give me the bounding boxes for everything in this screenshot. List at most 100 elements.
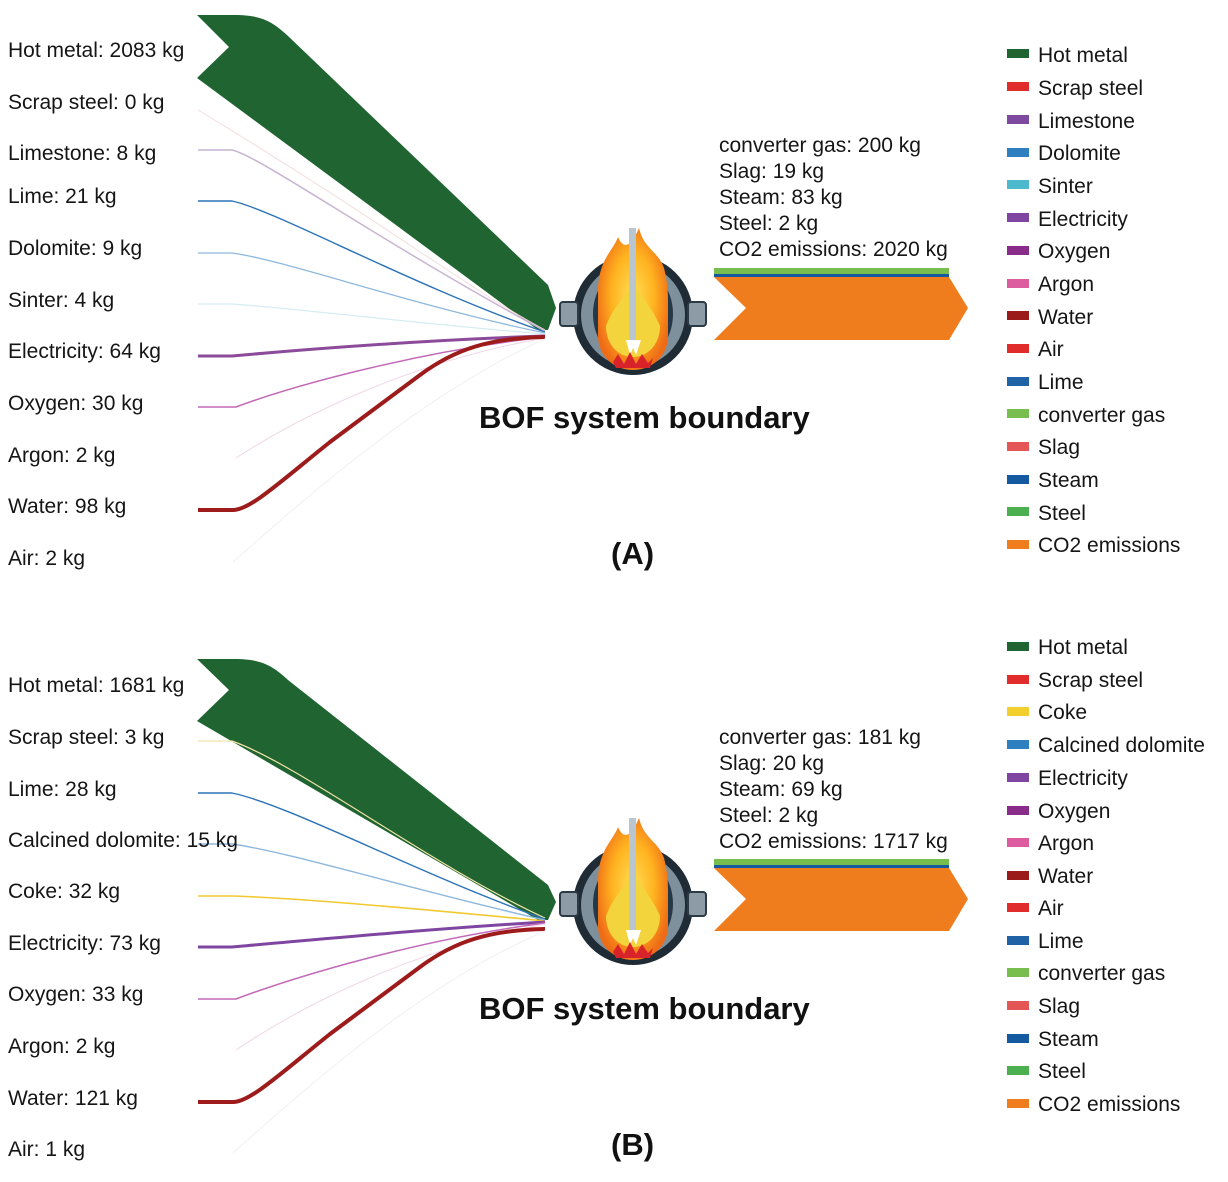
legend-label: Lime — [1038, 930, 1084, 953]
legend-label: Lime — [1038, 371, 1084, 394]
legend-label: Water — [1038, 306, 1093, 329]
panel-b-input-flows — [198, 740, 546, 1154]
legend-label: Slag — [1038, 436, 1080, 459]
input-label: Oxygen: 30 kg — [8, 392, 143, 415]
output-label: converter gas: 200 kg — [719, 134, 921, 157]
input-label: Lime: 28 kg — [8, 778, 117, 801]
input-label: Dolomite: 9 kg — [8, 237, 142, 260]
legend-label: Air — [1038, 897, 1064, 920]
legend-label: Steam — [1038, 1028, 1099, 1051]
output-label: Steel: 2 kg — [719, 212, 818, 235]
panel-b-output-flows — [714, 859, 968, 931]
panel-b-furnace-icon — [559, 818, 707, 965]
panel-b-converter-gas-flow — [714, 859, 949, 865]
output-label: CO2 emissions: 1717 kg — [719, 830, 948, 853]
panel-b-hot-metal-flow — [197, 659, 556, 920]
output-label: Slag: 19 kg — [719, 160, 824, 183]
legend-label: Limestone — [1038, 110, 1135, 133]
legend-swatch — [1007, 409, 1029, 418]
legend-swatch — [1007, 740, 1029, 749]
panel-b-flow-calcined-dolomite — [198, 843, 546, 921]
legend-swatch — [1007, 806, 1029, 815]
panel-a-output-labels: converter gas: 200 kg Slag: 19 kg Steam:… — [719, 134, 948, 261]
legend-label: Sinter — [1038, 175, 1093, 198]
furnace-bottom-flames — [613, 942, 653, 958]
output-label: CO2 emissions: 2020 kg — [719, 238, 948, 261]
panel-b-tag: (B) — [611, 1127, 654, 1162]
legend-label: converter gas — [1038, 404, 1165, 427]
legend-label: Steel — [1038, 502, 1086, 525]
legend-swatch — [1007, 246, 1029, 255]
panel-b-output-labels: converter gas: 181 kg Slag: 20 kg Steam:… — [719, 726, 948, 853]
furnace-lance — [629, 228, 636, 346]
legend-swatch — [1007, 344, 1029, 353]
furnace-left-trunnion — [559, 891, 579, 917]
legend-swatch — [1007, 1099, 1029, 1108]
furnace-spark — [626, 930, 641, 945]
furnace-left-trunnion — [559, 301, 579, 327]
input-label: Limestone: 8 kg — [8, 142, 156, 165]
panel-a-flow-dolomite — [198, 252, 546, 334]
legend-swatch — [1007, 279, 1029, 288]
legend-label: Argon — [1038, 832, 1094, 855]
legend-label: converter gas — [1038, 962, 1165, 985]
legend-swatch — [1007, 838, 1029, 847]
input-label: Hot metal: 1681 kg — [8, 674, 184, 697]
panel-b-flow-air — [232, 930, 546, 1154]
legend-label: CO2 emissions — [1038, 1093, 1180, 1116]
legend-swatch — [1007, 377, 1029, 386]
furnace-spark — [626, 340, 641, 355]
panel-a-converter-gas-flow — [714, 268, 949, 274]
legend-swatch — [1007, 475, 1029, 484]
input-label: Electricity: 73 kg — [8, 932, 161, 955]
panel-a-flow-limestone — [198, 149, 546, 332]
input-label: Coke: 32 kg — [8, 880, 120, 903]
panel-b-flow-electricity — [198, 920, 546, 949]
output-label: Steam: 83 kg — [719, 186, 843, 209]
panel-a-input-labels: Hot metal: 2083 kg Scrap steel: 0 kg Lim… — [8, 39, 184, 570]
panel-a-legend: Hot metal Scrap steel Limestone Dolomite… — [1007, 44, 1180, 557]
legend-swatch — [1007, 49, 1029, 58]
legend-swatch — [1007, 773, 1029, 782]
legend-swatch — [1007, 540, 1029, 549]
input-label: Scrap steel: 0 kg — [8, 91, 164, 114]
panel-a-output-flows — [714, 268, 968, 340]
panel-b-flow-coke — [198, 895, 546, 922]
legend-label: Oxygen — [1038, 800, 1110, 823]
panel-a-flow-scrap-steel — [197, 109, 546, 331]
panel-a-hot-metal-flow — [197, 15, 556, 330]
legend-swatch — [1007, 148, 1029, 157]
legend-swatch — [1007, 903, 1029, 912]
panel-b-flow-scrap-steel — [198, 740, 546, 919]
legend-swatch — [1007, 311, 1029, 320]
panel-b-flow-lime — [198, 792, 546, 920]
panel-a-furnace-icon — [559, 228, 707, 375]
legend-swatch — [1007, 707, 1029, 716]
input-label: Scrap steel: 3 kg — [8, 726, 164, 749]
legend-label: Hot metal — [1038, 44, 1128, 67]
legend-label: Calcined dolomite — [1038, 734, 1205, 757]
legend-label: Dolomite — [1038, 142, 1121, 165]
legend-label: Hot metal — [1038, 636, 1128, 659]
panel-b-boundary-label: BOF system boundary — [479, 991, 810, 1026]
input-label: Electricity: 64 kg — [8, 340, 161, 363]
legend-label: Argon — [1038, 273, 1094, 296]
legend-swatch — [1007, 507, 1029, 516]
input-label: Hot metal: 2083 kg — [8, 39, 184, 62]
panel-a-flow-water — [198, 335, 546, 512]
output-label: Slag: 20 kg — [719, 752, 824, 775]
panel-b-input-labels: Hot metal: 1681 kg Scrap steel: 3 kg Lim… — [8, 674, 238, 1161]
panel-b-legend: Hot metal Scrap steel Coke Calcined dolo… — [1007, 636, 1205, 1116]
furnace-right-trunnion — [687, 891, 707, 917]
panel-b-flow-oxygen — [198, 922, 546, 1000]
legend-label: Air — [1038, 338, 1064, 361]
panel-a: Hot metal: 2083 kg Scrap steel: 0 kg Lim… — [8, 15, 1180, 571]
legend-swatch — [1007, 1001, 1029, 1010]
panel-a-steam-flow — [714, 274, 949, 277]
legend-swatch — [1007, 936, 1029, 945]
legend-label: Scrap steel — [1038, 77, 1143, 100]
input-label: Air: 1 kg — [8, 1138, 85, 1161]
legend-label: Water — [1038, 865, 1093, 888]
legend-swatch — [1007, 1066, 1029, 1075]
